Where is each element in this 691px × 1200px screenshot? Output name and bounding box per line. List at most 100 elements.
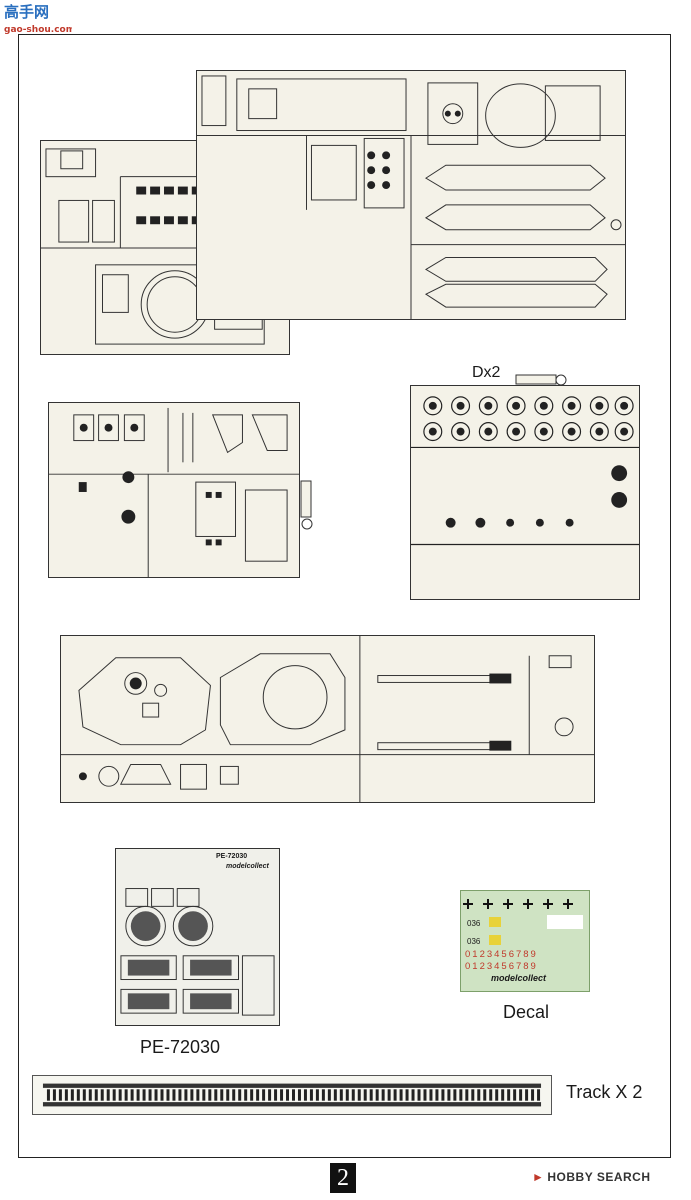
hobby-search-brand-text: HOBBY SEARCH [547,1170,651,1184]
decal-brand: modelcollect [491,973,547,983]
decal-numbers-row-2: 0123456789 [465,961,538,972]
track-link [405,1089,409,1101]
track-link [178,1089,182,1101]
track-link [423,1089,427,1101]
track-label: Track X 2 [566,1082,643,1102]
decal-code-1: 036 [467,919,481,928]
track-link [381,1089,385,1101]
track-link [465,1089,469,1101]
track-link [441,1089,445,1101]
track-link [154,1089,158,1101]
track-link [76,1089,80,1101]
track-link [531,1089,535,1101]
track-link [477,1089,481,1101]
track-link [345,1089,349,1101]
track-link [136,1089,140,1101]
decal-label: Decal [503,1002,550,1022]
track-link [537,1089,541,1101]
track-link [363,1089,367,1101]
watermark-logo-text: 高手网 [4,3,49,21]
track-link [483,1089,487,1101]
track-link [226,1089,230,1101]
track-link [172,1089,176,1101]
track-link [321,1089,325,1101]
track-link [303,1089,307,1101]
sprue-wheels-tab [515,374,567,386]
track-link [220,1089,224,1101]
track-link [387,1089,391,1101]
sprue-road-wheels [410,385,640,600]
track-link [495,1089,499,1101]
track-link [142,1089,146,1101]
track-link [214,1089,218,1101]
track-link [435,1089,439,1101]
track-link [375,1089,379,1101]
track-link [327,1089,331,1101]
photo-etch-fret: PE-72030 modelcollect [115,848,280,1026]
track-link [202,1089,206,1101]
sprue-details [48,402,300,578]
track-link [52,1089,56,1101]
track-link [112,1089,116,1101]
track-link [262,1089,266,1101]
track-link [339,1089,343,1101]
hobby-search-logo-icon: ► [532,1170,545,1184]
page-number: 2 [330,1163,356,1193]
track-link [309,1089,313,1101]
sprue-quantity-label: Dx2 [472,364,501,381]
page-frame [18,34,671,1158]
track-link [453,1089,457,1101]
track-link [292,1089,295,1101]
watermark-logo-sub: gao-shou.com [4,25,72,35]
track-link [88,1089,92,1101]
track-link [160,1089,164,1101]
pe-fret-code: PE-72030 [216,853,248,860]
pe-fret-brand: modelcollect [226,863,269,870]
track-link [232,1089,236,1101]
track-link [100,1089,104,1101]
track-link [244,1089,248,1101]
track-link [64,1089,68,1101]
track-link [333,1089,337,1101]
track-link [411,1089,415,1101]
track-link [417,1089,421,1101]
track-link [447,1089,451,1101]
track-link [190,1089,194,1101]
sprue-details-tab [300,480,313,530]
sprue-turret [60,635,595,803]
track-link [274,1089,278,1101]
decal-code-2: 036 [467,937,481,946]
track-link [148,1089,152,1101]
track-link [238,1089,242,1101]
track-link [256,1089,260,1101]
track-link [369,1089,373,1101]
decal-yellow-patch [489,917,501,927]
track-link [286,1089,290,1101]
track-link [70,1089,74,1101]
pe-fret-label: PE-72030 [140,1037,221,1057]
track-link [357,1089,361,1101]
track-link [118,1089,122,1101]
track-link [46,1089,50,1101]
track-link [501,1089,505,1101]
track-link [429,1089,433,1101]
track-link [166,1089,170,1101]
track-link [268,1089,272,1101]
track-link [351,1089,355,1101]
track-link [130,1089,134,1101]
track-link [315,1089,319,1101]
track-link [513,1089,517,1101]
track-link [507,1089,511,1101]
track-link [393,1089,397,1101]
track-link [399,1089,403,1101]
cross-insignia-icon [463,899,583,929]
watermark-logo: 高手网 gao-shou.com [2,0,75,36]
decal-yellow-patch [489,935,501,945]
decal-sheet: 036 036 0123456789 0123456789 modelcolle… [460,890,590,992]
track-link [459,1089,463,1101]
track-link [250,1089,254,1101]
hobby-search-brand: ►HOBBY SEARCH [532,1170,651,1184]
track-link [280,1089,284,1101]
track-link [184,1089,188,1101]
track-link [82,1089,86,1101]
